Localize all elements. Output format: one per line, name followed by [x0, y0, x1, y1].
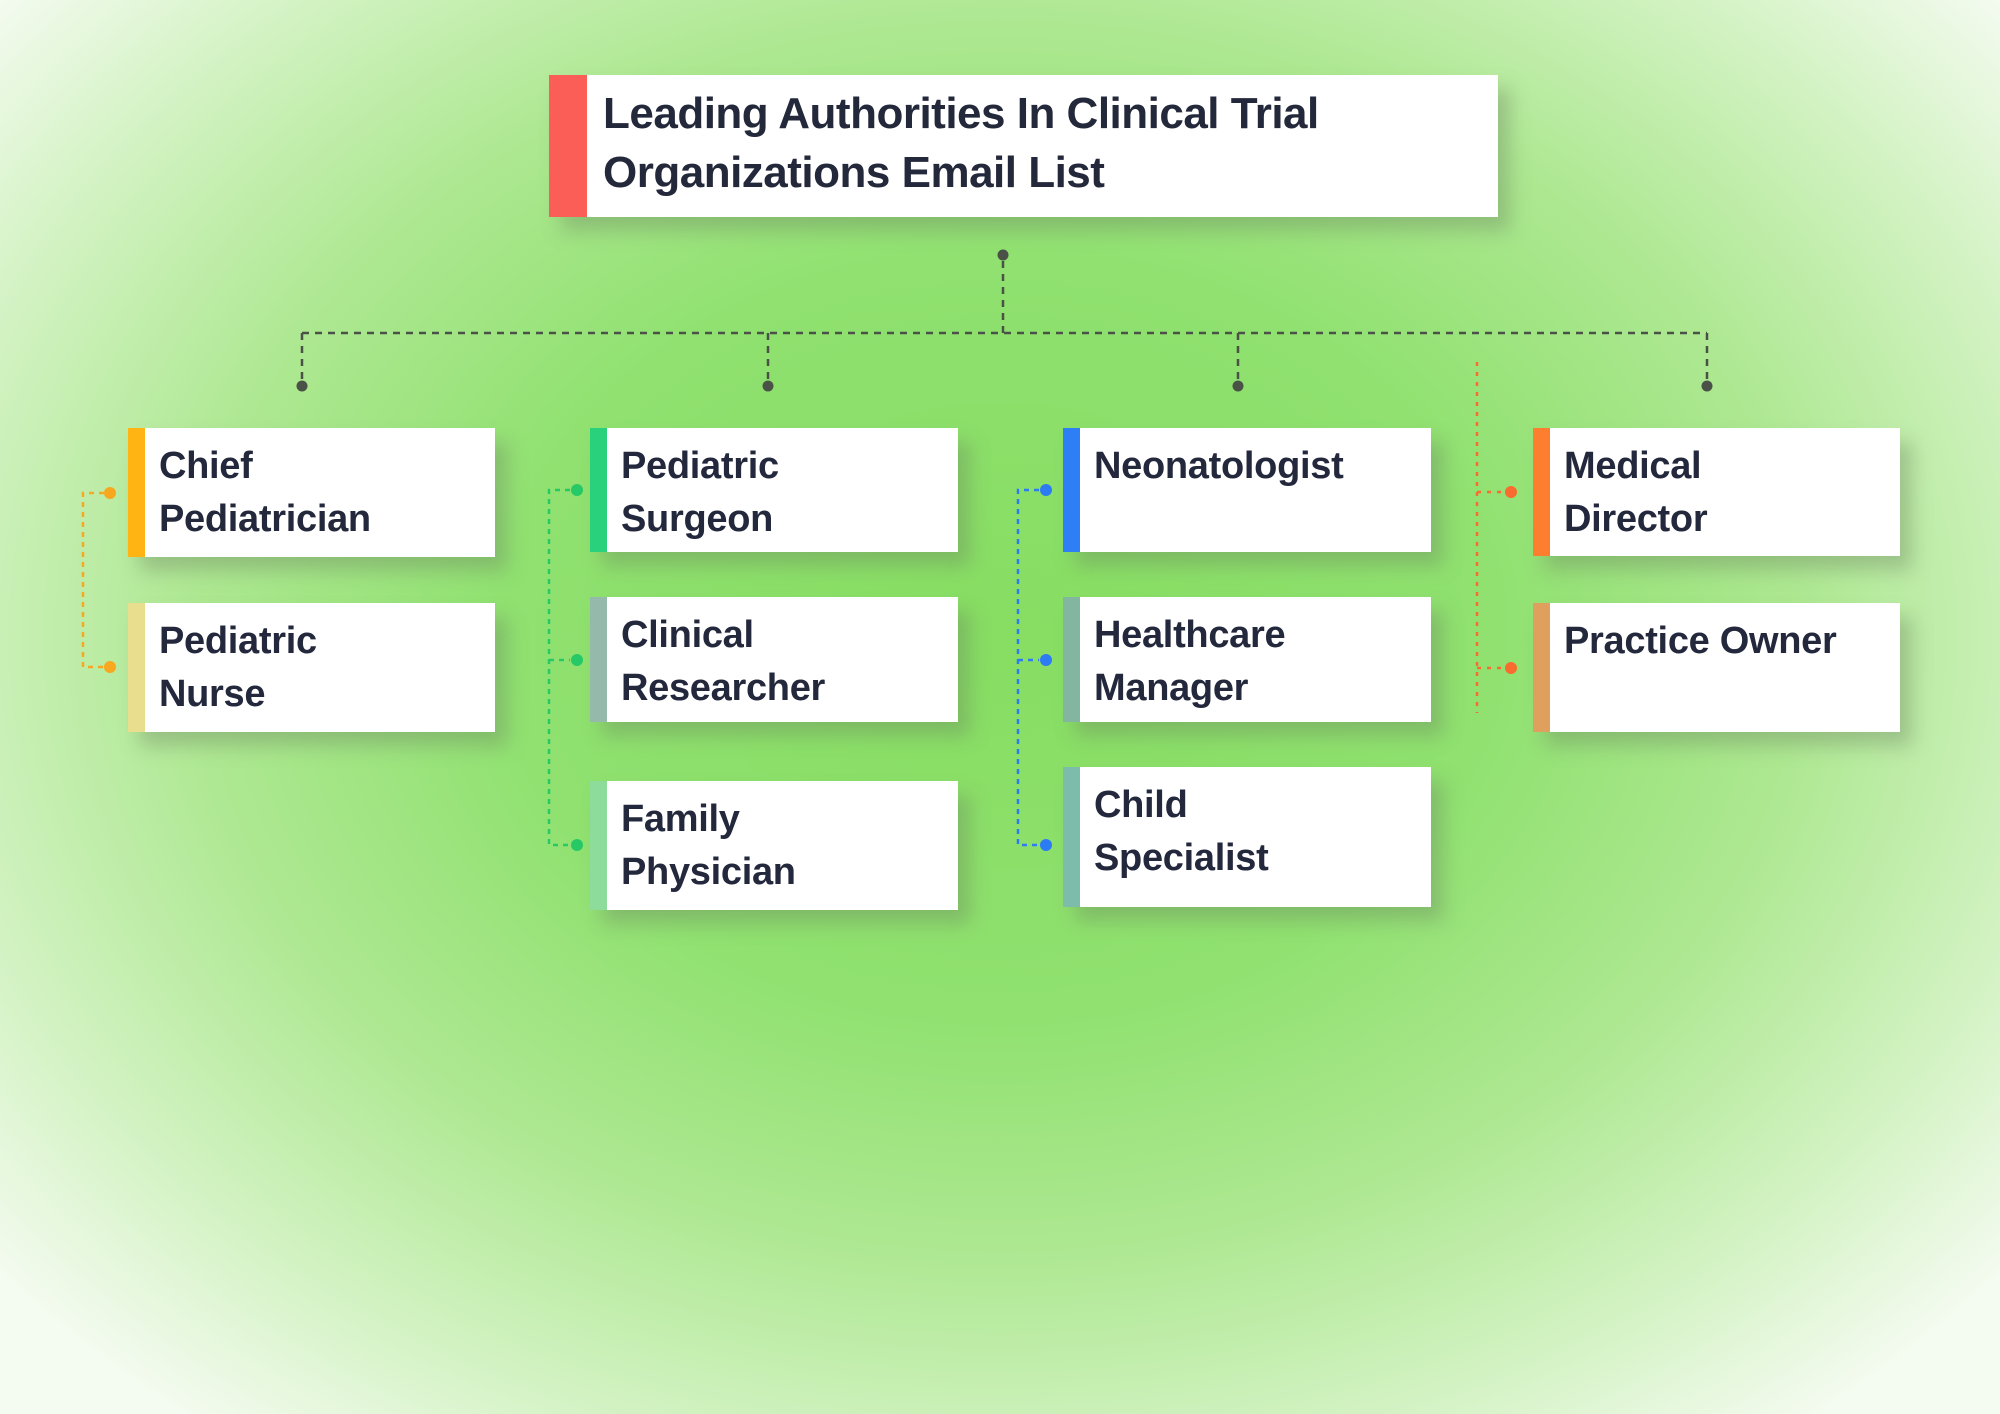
col2-dot-3 [571, 839, 583, 851]
col3-bracket-lines [1016, 488, 1039, 847]
node-accent-bar [590, 597, 607, 722]
node-family-physician: Family Physician [590, 781, 958, 910]
node-label: Medical Director [1564, 445, 1708, 540]
col1-bracket-path [81, 491, 104, 669]
node-label: Family Physician [621, 798, 796, 893]
col3-dot-1 [1040, 484, 1052, 496]
node-accent-bar [128, 603, 145, 732]
col4-dot-2 [1505, 662, 1517, 674]
col2-dot-2 [571, 654, 583, 666]
node-accent-bar [590, 428, 607, 552]
node-neonatologist: Neonatologist [1063, 428, 1431, 552]
node-pediatric-nurse: Pediatric Nurse [128, 603, 495, 732]
node-label: Healthcare Manager [1094, 614, 1286, 709]
title-accent-bar [549, 75, 587, 217]
node-accent-bar [1533, 428, 1550, 556]
node-medical-director: Medical Director [1533, 428, 1900, 556]
col2-bracket-path [547, 488, 570, 847]
col1-bracket-dots [104, 487, 116, 673]
node-label: Pediatric Nurse [159, 620, 317, 715]
col3-dot-2 [1040, 654, 1052, 666]
page-title: Leading Authorities In Clinical Trial Or… [603, 89, 1319, 197]
node-child-specialist: Child Specialist [1063, 767, 1431, 907]
node-chief-pediatrician: Chief Pediatrician [128, 428, 495, 557]
root-tree-dots [296, 249, 1713, 392]
col2-bracket-lines [547, 488, 570, 847]
branch-dot-2 [762, 380, 774, 392]
title-card: Leading Authorities In Clinical Trial Or… [549, 75, 1498, 217]
col1-dot-2 [104, 661, 116, 673]
col2-dot-1 [571, 484, 583, 496]
node-label: Practice Owner [1564, 620, 1837, 662]
branch-dot-4 [1701, 380, 1713, 392]
col2-bracket-dots [571, 484, 583, 851]
branch-dot-1 [296, 380, 308, 392]
node-accent-bar [1533, 603, 1550, 732]
node-clinical-researcher: Clinical Researcher [590, 597, 958, 722]
col1-bracket-lines [81, 491, 104, 669]
node-label: Pediatric Surgeon [621, 445, 779, 540]
node-healthcare-manager: Healthcare Manager [1063, 597, 1431, 722]
col4-bracket-lines [1475, 362, 1503, 713]
node-label: Child Specialist [1094, 784, 1269, 879]
col3-dot-3 [1040, 839, 1052, 851]
node-accent-bar [1063, 597, 1080, 722]
node-accent-bar [590, 781, 607, 910]
col4-bracket-dots [1505, 486, 1517, 674]
branch-dot-3 [1232, 380, 1244, 392]
root-dot [997, 249, 1009, 261]
node-accent-bar [128, 428, 145, 557]
node-label: Neonatologist [1094, 445, 1344, 487]
node-accent-bar [1063, 767, 1080, 907]
col1-dot-1 [104, 487, 116, 499]
node-label: Clinical Researcher [621, 614, 826, 709]
col4-dot-1 [1505, 486, 1517, 498]
root-tree-lines [300, 261, 1709, 379]
node-practice-owner: Practice Owner [1533, 603, 1900, 732]
node-accent-bar [1063, 428, 1080, 552]
col3-bracket-dots [1040, 484, 1052, 851]
node-label: Chief Pediatrician [159, 445, 371, 540]
node-pediatric-surgeon: Pediatric Surgeon [590, 428, 958, 552]
col3-bracket-path [1016, 488, 1039, 847]
